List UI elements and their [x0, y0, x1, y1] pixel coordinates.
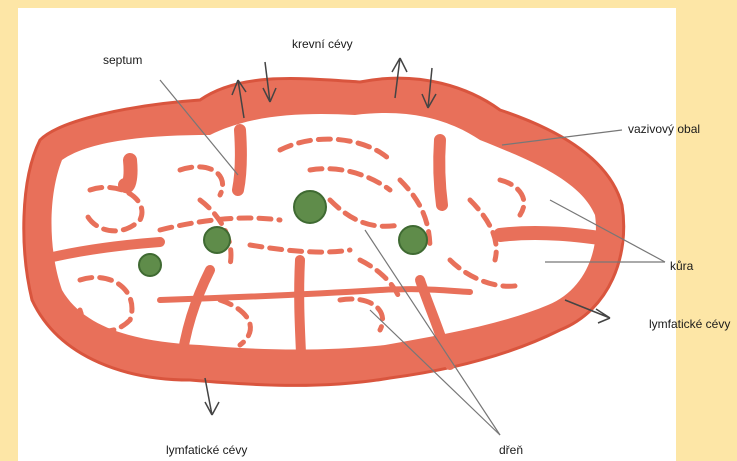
follicle-2: [204, 227, 230, 253]
follicle-4: [399, 226, 427, 254]
septum-lower-mid: [299, 260, 302, 375]
label-septum: septum: [103, 53, 142, 67]
follicle-3: [294, 191, 326, 223]
label-lymfaticke-cevy-bottom: lymfatické cévy: [166, 443, 247, 457]
septum-right: [439, 140, 442, 205]
label-vazivovy-obal: vazivový obal: [628, 122, 700, 136]
follicle-1: [139, 254, 161, 276]
septum-left: [125, 160, 131, 186]
label-lymfaticke-cevy-right: lymfatické cévy: [649, 317, 730, 331]
label-dren: dřeň: [499, 443, 523, 457]
septum-mid: [238, 130, 241, 190]
trabecula-right: [500, 233, 615, 240]
label-krevni-cevy: krevní cévy: [292, 37, 353, 51]
label-kura: kůra: [670, 259, 693, 273]
